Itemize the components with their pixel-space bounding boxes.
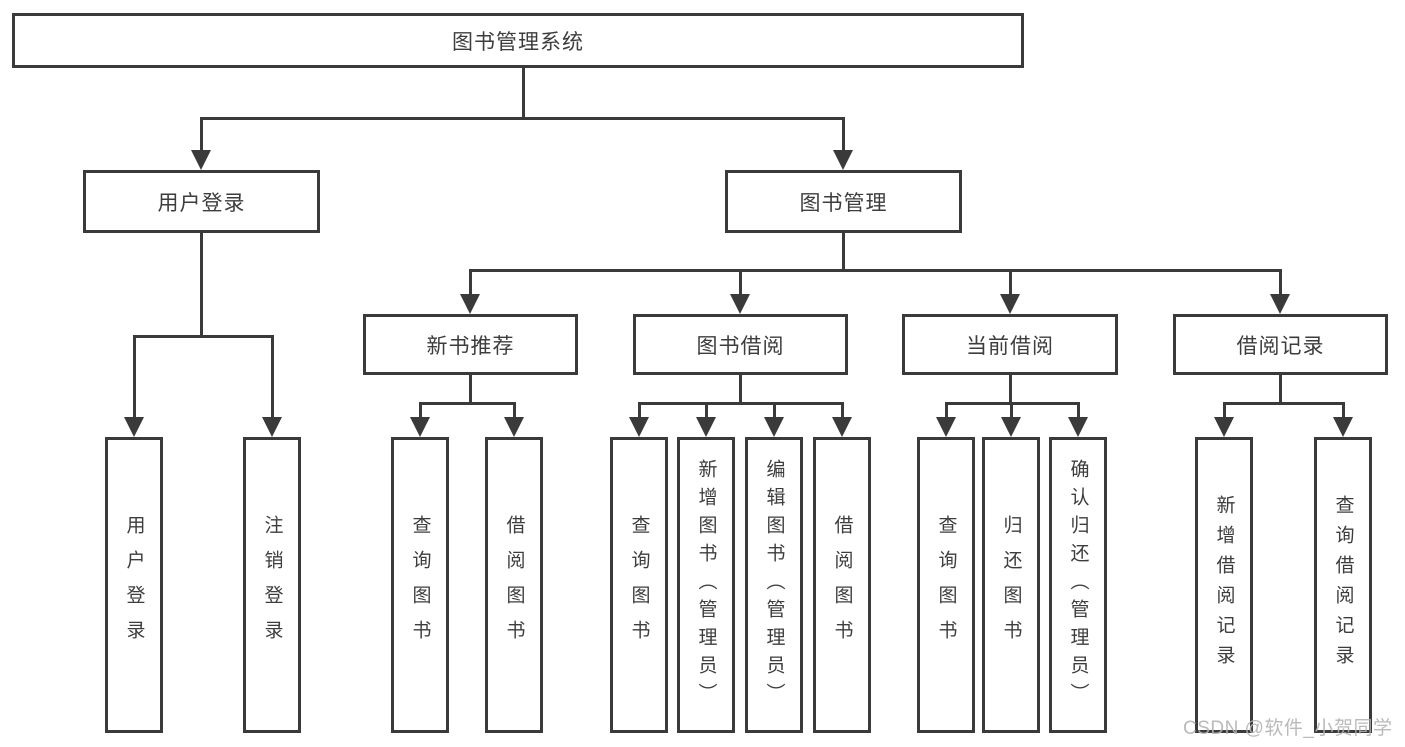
leaf-label: 新增图书（管理员）: [695, 459, 717, 711]
arrowhead-down-icon: [833, 150, 853, 170]
connector-drop: [1279, 269, 1282, 296]
connector-book-mgmt-bar: [469, 269, 1282, 272]
arrowhead-down-icon: [832, 417, 852, 437]
connector-book-mgmt-stem: [842, 231, 845, 272]
connector-drop: [842, 117, 845, 153]
connector-drop: [513, 402, 516, 419]
connector-drop: [200, 117, 203, 153]
arrowhead-down-icon: [936, 417, 956, 437]
leaf-borrow-books: 借阅图书: [813, 437, 871, 733]
connector-user-login-stem: [200, 231, 203, 338]
leaf-confirm-return-admin: 确认归还（管理员）: [1049, 437, 1107, 733]
leaf-edit-books-admin: 编辑图书（管理员）: [745, 437, 803, 733]
arrowhead-down-icon: [410, 417, 430, 437]
arrowhead-down-icon: [764, 417, 784, 437]
arrowhead-down-icon: [696, 417, 716, 437]
connector-drop: [638, 402, 641, 419]
connector-drop: [469, 269, 472, 296]
connector-drop: [419, 402, 422, 419]
leaf-query-books-borrow: 查询图书: [610, 437, 668, 733]
node-label: 图书管理系统: [452, 30, 584, 54]
arrowhead-down-icon: [262, 417, 282, 437]
node-new-book-recommend: 新书推荐: [363, 314, 578, 375]
connector-drop: [271, 335, 274, 419]
connector-borrow-stem: [739, 373, 742, 405]
arrowhead-down-icon: [1333, 417, 1353, 437]
leaf-label: 注销登录: [261, 515, 283, 655]
node-label: 新书推荐: [426, 334, 515, 358]
leaf-label: 编辑图书（管理员）: [763, 459, 785, 711]
leaf-query-books-current: 查询图书: [917, 437, 975, 733]
connector-root-bar: [200, 117, 845, 120]
connector-drop: [1342, 402, 1345, 419]
node-book-management-system: 图书管理系统: [12, 13, 1024, 68]
arrowhead-down-icon: [460, 294, 480, 314]
leaf-label: 用户登录: [123, 515, 145, 655]
node-current-borrow: 当前借阅: [902, 314, 1118, 375]
node-label: 图书管理: [799, 191, 888, 215]
connector-borrow-bar: [638, 402, 844, 405]
leaf-borrow-books-recommend: 借阅图书: [485, 437, 543, 733]
connector-drop: [133, 335, 136, 419]
arrowhead-down-icon: [629, 417, 649, 437]
arrowhead-down-icon: [1214, 417, 1234, 437]
connector-root-stem: [522, 66, 525, 120]
leaf-label: 查询图书: [628, 515, 650, 655]
connector-drop: [1077, 402, 1080, 419]
node-label: 用户登录: [157, 191, 246, 215]
connector-drop: [945, 402, 948, 419]
leaf-add-borrow-record: 新增借阅记录: [1195, 437, 1253, 733]
connector-records-bar: [1223, 402, 1345, 405]
connector-drop: [1010, 402, 1013, 419]
arrowhead-down-icon: [1001, 417, 1021, 437]
leaf-query-borrow-record: 查询借阅记录: [1314, 437, 1372, 733]
node-borrow-records: 借阅记录: [1173, 314, 1388, 375]
leaf-label: 查询图书: [935, 515, 957, 655]
csdn-watermark: CSDN @软件_小贺同学: [1183, 718, 1393, 739]
connector-drop: [1223, 402, 1226, 419]
arrowhead-down-icon: [730, 294, 750, 314]
leaf-query-books-recommend: 查询图书: [391, 437, 449, 733]
node-label: 图书借阅: [696, 334, 785, 358]
connector-recommend-bar: [419, 402, 516, 405]
leaf-label: 查询借阅记录: [1332, 495, 1354, 675]
arrowhead-down-icon: [1000, 294, 1020, 314]
arrowhead-down-icon: [1068, 417, 1088, 437]
leaf-label: 归还图书: [1000, 515, 1022, 655]
arrowhead-down-icon: [124, 417, 144, 437]
node-book-borrow: 图书借阅: [633, 314, 848, 375]
node-label: 当前借阅: [966, 334, 1054, 358]
leaf-label: 借阅图书: [503, 515, 525, 655]
connector-drop: [841, 402, 844, 419]
leaf-label: 确认归还（管理员）: [1067, 459, 1089, 711]
leaf-return-books: 归还图书: [982, 437, 1040, 733]
leaf-logout: 注销登录: [243, 437, 301, 733]
connector-records-stem: [1279, 373, 1282, 405]
arrowhead-down-icon: [191, 150, 211, 170]
leaf-user-login: 用户登录: [105, 437, 163, 733]
leaf-label: 借阅图书: [831, 515, 853, 655]
leaf-label: 新增借阅记录: [1213, 495, 1235, 675]
node-label: 借阅记录: [1236, 334, 1325, 358]
connector-drop: [1009, 269, 1012, 296]
connector-user-login-bar: [133, 335, 274, 338]
connector-current-stem: [1009, 373, 1012, 405]
connector-drop: [773, 402, 776, 419]
leaf-label: 查询图书: [409, 515, 431, 655]
connector-drop: [705, 402, 708, 419]
connector-drop: [739, 269, 742, 296]
arrowhead-down-icon: [504, 417, 524, 437]
arrowhead-down-icon: [1270, 294, 1290, 314]
leaf-add-books-admin: 新增图书（管理员）: [677, 437, 735, 733]
node-book-management: 图书管理: [725, 170, 962, 233]
connector-recommend-stem: [469, 373, 472, 405]
node-user-login: 用户登录: [83, 170, 320, 233]
